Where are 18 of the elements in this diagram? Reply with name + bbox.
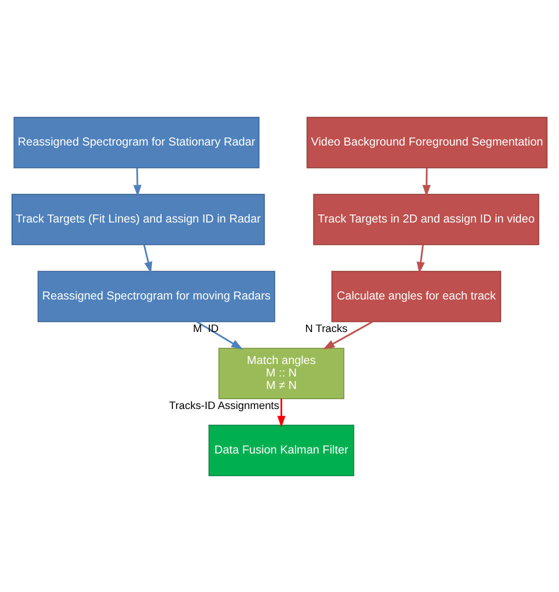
edge-label: N Tracks [305,322,348,335]
node-box: Track Targets in 2D and assign ID in video [313,193,540,245]
arrow [322,320,373,349]
arrow [277,398,286,428]
arrow [196,320,243,349]
arrow [416,244,425,274]
node-box: Video Background Foreground Segmentation [306,116,548,168]
arrow [133,167,142,196]
arrow [422,167,431,196]
edge-label: M ID [192,322,219,335]
node-box: Reassigned Spectrogram for moving Radars [38,270,276,322]
node-box: Data Fusion Kalman Filter [208,424,354,476]
node-box: Match angles M :: N M ≠ N [218,347,344,399]
arrow [143,244,152,274]
node-box: Track Targets (Fit Lines) and assign ID in Radar [12,193,265,245]
node-box: Calculate angles for each track [331,270,502,322]
node-box: Reassigned Spectrogram for Stationary Radar [14,116,260,168]
edge-label: Tracks-ID Assignments [169,399,280,412]
